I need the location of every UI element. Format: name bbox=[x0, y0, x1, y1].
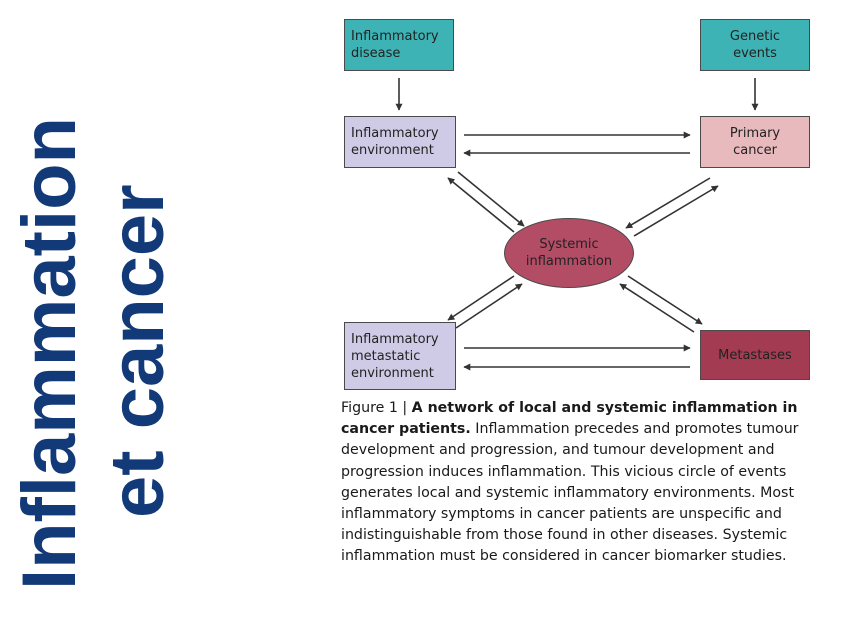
arrow-systemic-to-environment bbox=[447, 177, 515, 233]
arrow-metastases-to-systemic bbox=[619, 283, 695, 333]
node-primary-cancer: Primary cancer bbox=[700, 116, 810, 168]
node-metastases: Metastases bbox=[700, 330, 810, 380]
arrow-systemic-to-cancer bbox=[633, 185, 719, 237]
arrow-systemic-to-metenv bbox=[447, 275, 515, 321]
arrow-metenv-to-systemic bbox=[455, 283, 523, 329]
node-genetic-events: Genetic events bbox=[700, 19, 810, 71]
figure-caption: Figure 1 | A network of local and system… bbox=[341, 398, 821, 568]
node-inflammatory-disease: Inflammatory disease bbox=[344, 19, 454, 71]
caption-label: Figure 1 | bbox=[341, 400, 412, 416]
node-inflammatory-metastatic-environment: Inflammatory metastatic environment bbox=[344, 322, 456, 390]
node-systemic-inflammation: Systemic inflammation bbox=[504, 218, 634, 288]
caption-title: A network of local and systemic inflamma… bbox=[341, 400, 798, 438]
caption-text: Inflammation precedes and promotes tumou… bbox=[341, 421, 799, 565]
diagram-arrows bbox=[395, 78, 759, 371]
inflammation-network-diagram: Inflammatory disease Genetic events Infl… bbox=[344, 19, 810, 390]
node-inflammatory-environment: Inflammatory environment bbox=[344, 116, 456, 168]
arrow-systemic-to-metastases bbox=[627, 275, 703, 325]
arrow-cancer-to-systemic bbox=[625, 177, 711, 229]
arrow-environment-to-systemic bbox=[457, 171, 525, 227]
